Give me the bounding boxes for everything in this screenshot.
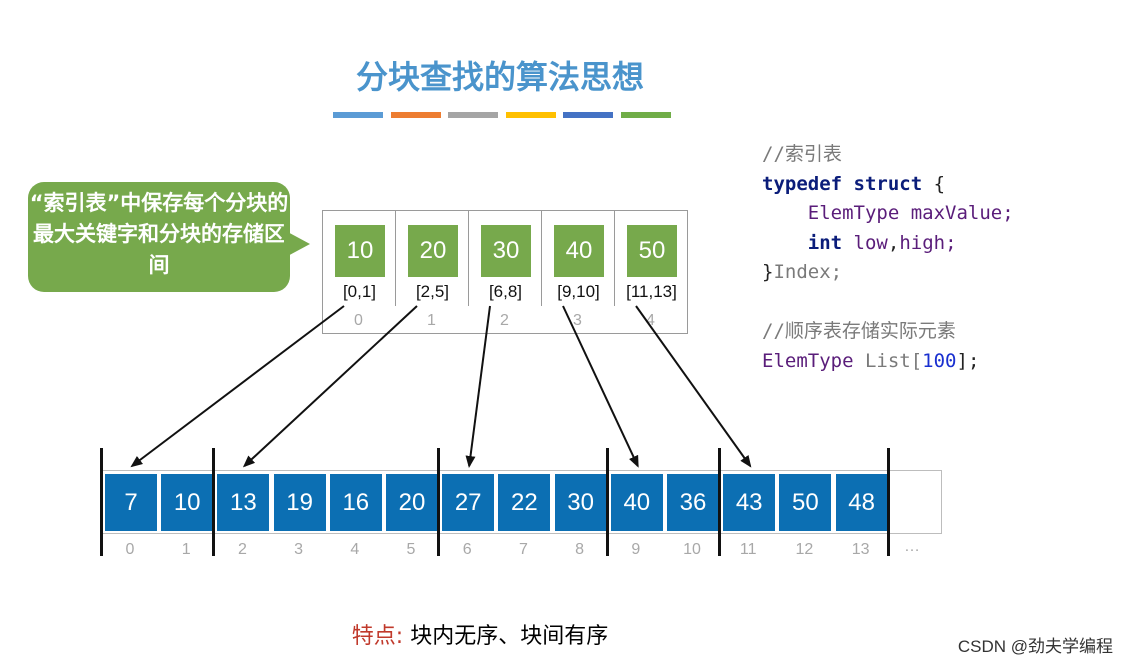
array-index: 4 <box>350 541 360 558</box>
array-index: 12 <box>795 541 814 558</box>
title-bar-4 <box>563 112 613 118</box>
code-field-high: high; <box>899 231 957 254</box>
index-entry: 30 [6,8] <box>469 211 542 306</box>
array-element: 36 <box>667 474 719 531</box>
array-element: 13 <box>217 474 270 531</box>
index-range: [0,1] <box>342 282 377 301</box>
index-arrow <box>242 305 418 468</box>
array-element: 30 <box>554 474 607 531</box>
block-divider <box>605 448 609 556</box>
index-entry: 50 [11,13] <box>615 211 688 306</box>
title-bar-5 <box>620 112 671 118</box>
csdn-watermark: CSDN @劲夫学编程 <box>957 637 1113 656</box>
array-element: 16 <box>329 474 382 531</box>
index-position: 1 <box>427 312 436 329</box>
index-range: [9,10] <box>557 282 600 301</box>
index-range: [2,5] <box>415 282 450 301</box>
index-max-key: 10 <box>335 225 385 277</box>
array-index: 2 <box>237 541 247 558</box>
index-position: 0 <box>354 312 363 329</box>
code-list-end: ]; <box>956 349 980 372</box>
array-element: 19 <box>273 474 326 531</box>
array-element: 27 <box>442 474 495 531</box>
array-index: 3 <box>294 541 304 558</box>
array-element: 20 <box>386 474 438 531</box>
code-field-low: low <box>853 231 888 254</box>
array-element: 48 <box>835 474 888 531</box>
block-divider <box>212 448 216 556</box>
code-name-index: Index; <box>773 261 843 283</box>
feature-line: 特点: 块内无序、块间有序 <box>0 618 960 650</box>
callout-tail <box>284 230 310 258</box>
array-element: 43 <box>723 474 776 531</box>
code-list-size: 100 <box>922 349 957 372</box>
block-divider <box>100 448 103 556</box>
code-type-elemtype: ElemType <box>807 202 900 224</box>
block-divider <box>886 448 890 556</box>
index-entry: 40 [9,10] <box>542 211 615 306</box>
array-element: 10 <box>161 474 214 531</box>
code-block: //索引表 typedef struct { ElemType maxValue… <box>762 140 1014 376</box>
index-position: 2 <box>500 312 509 329</box>
index-arrow <box>130 305 345 468</box>
index-position: 3 <box>573 312 582 329</box>
array-element: 50 <box>779 474 832 531</box>
code-comma: , <box>887 231 900 254</box>
code-comment-index: //索引表 <box>762 143 842 165</box>
index-arrow <box>562 305 639 468</box>
code-list-type: ElemType <box>762 349 854 372</box>
array-ellipsis: … <box>904 538 920 555</box>
title-bar-0 <box>333 112 383 118</box>
index-table: 10[0,1]20[2,5]30[6,8]40[9,10]50[11,13] <box>322 210 688 334</box>
index-entry: 10 [0,1] <box>323 211 396 306</box>
index-arrow <box>465 305 491 468</box>
code-list-name: List[ <box>864 349 923 372</box>
block-divider <box>437 448 441 556</box>
index-range: [11,13] <box>626 282 677 301</box>
array-index: 10 <box>683 541 701 558</box>
array-index: 1 <box>181 541 191 558</box>
index-max-key: 30 <box>481 225 531 277</box>
block-divider <box>718 448 722 556</box>
code-keyword-int: int <box>807 231 843 254</box>
index-arrow <box>635 305 752 468</box>
array-element: 40 <box>610 474 663 531</box>
index-max-key: 50 <box>627 225 677 277</box>
array-index: 13 <box>851 541 870 558</box>
feature-text: 块内无序、块间有序 <box>410 624 609 649</box>
feature-label: 特点: <box>351 624 404 649</box>
code-keyword-typedef: typedef <box>762 172 843 195</box>
array-element: 22 <box>498 474 551 531</box>
code-brace-open: { <box>933 172 946 195</box>
callout-bubble: “索引表”中保存每个分块的最大关键字和分块的存储区间 <box>28 182 290 292</box>
index-range: [6,8] <box>488 282 523 301</box>
code-brace-close: } <box>762 261 774 283</box>
code-field-maxvalue: maxValue; <box>910 202 1014 224</box>
array-index: 5 <box>406 541 416 558</box>
index-max-key: 20 <box>408 225 458 277</box>
title-bar-2 <box>448 112 498 118</box>
index-entry: 20 [2,5] <box>396 211 469 306</box>
page-title: 分块查找的算法思想 <box>355 58 644 96</box>
index-max-key: 40 <box>554 225 604 277</box>
code-comment-list: //顺序表存储实际元素 <box>762 320 956 342</box>
array-element: 7 <box>105 474 157 531</box>
index-position: 4 <box>646 312 655 329</box>
array-index: 9 <box>631 541 641 558</box>
title-bar-1 <box>390 112 441 118</box>
array-index: 0 <box>125 541 135 558</box>
code-keyword-struct: struct <box>853 172 923 195</box>
array-index: 8 <box>575 541 585 558</box>
array-index: 7 <box>518 541 528 558</box>
array-index: 6 <box>462 541 472 558</box>
title-bar-3 <box>505 112 556 118</box>
array-index: 11 <box>739 541 757 558</box>
